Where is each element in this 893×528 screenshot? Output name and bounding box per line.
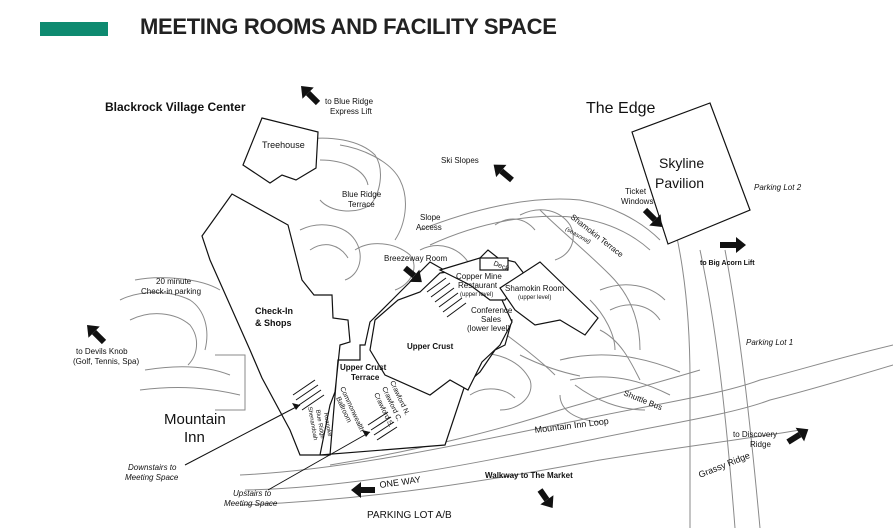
blue-ridge-lift-label-2: Express Lift (330, 107, 373, 116)
ski-slopes-label: Ski Slopes (441, 156, 479, 165)
discovery-ridge-arrow (786, 427, 809, 445)
blue-ridge-lift-label: to Blue Ridge (325, 97, 374, 106)
devils-knob-arrow (87, 325, 107, 345)
upstairs-label: Upstairs to (233, 489, 272, 498)
stairs-upper (426, 277, 467, 318)
copper-mine-upper-label: (upper level) (460, 292, 493, 298)
checkin-parking-label-2: Check-in parking (141, 287, 201, 296)
upper-crust-building[interactable] (369, 267, 513, 396)
blue-ridge-terrace-label-2: Terrace (348, 200, 375, 209)
downstairs-pointer-head (292, 403, 300, 410)
slope-access-label-2: Access (416, 223, 442, 232)
blackrock-label: Blackrock Village Center (105, 100, 246, 114)
upstairs-pointer-head (362, 430, 370, 437)
grassy-ridge-label: Grassy Ridge (697, 450, 751, 480)
shenandoah-label: Shenandoah (306, 406, 318, 441)
devils-knob-label-2: (Golf, Tennis, Spa) (73, 357, 139, 366)
windows-label: Windows (621, 197, 653, 206)
walkway-arrow (537, 488, 554, 509)
discovery-label: to Discovery (733, 430, 777, 439)
big-acorn-label: to Big Acorn Lift (700, 260, 755, 267)
upstairs-label-2: Meeting Space (224, 499, 278, 508)
mountain-label: Mountain (164, 411, 226, 428)
stairs-downstairs (292, 379, 325, 411)
blue-ridge-terrace-label: Blue Ridge (342, 190, 382, 199)
devils-knob-label: to Devils Knob (76, 347, 128, 356)
treehouse-label: Treehouse (262, 140, 305, 150)
upper-crust-terrace-label: Upper Crust (340, 363, 387, 372)
parking-lot-1-label: Parking Lot 1 (746, 338, 793, 347)
parking-lot-2-label: Parking Lot 2 (754, 183, 802, 192)
checkin-shops-label: Check-In (255, 306, 293, 316)
one-way-arrow (351, 482, 375, 498)
skyline-label: Skyline (659, 155, 704, 171)
downstairs-label: Downstairs to (128, 463, 177, 472)
checkin-shops-label-2: & Shops (255, 318, 292, 328)
pavilion-label: Pavilion (655, 175, 704, 191)
restaurant-label: Restaurant (458, 281, 498, 290)
upper-crust-terrace-label-2: Terrace (351, 373, 380, 382)
conference-label: Conference (471, 306, 513, 315)
checkin-parking-label: 20 minute (156, 277, 192, 286)
roanoke-label: Roanoke (322, 412, 332, 437)
walkway-label: Walkway to The Market (485, 471, 573, 480)
page-title: MEETING ROOMS AND FACILITY SPACE (140, 14, 557, 39)
header-accent-bar (40, 22, 108, 36)
breezeway-arrow (403, 265, 422, 283)
treehouse-building[interactable] (242, 117, 319, 184)
blue-ridge-room-label: Blue Ridge (314, 409, 325, 440)
ticket-label: Ticket (625, 187, 647, 196)
mountain-inn-loop-label: Mountain Inn Loop (534, 416, 609, 435)
one-way-label: ONE WAY (379, 474, 422, 490)
ski-slopes-arrow (493, 164, 514, 183)
deck-structure[interactable] (479, 257, 509, 271)
buildings (201, 102, 751, 456)
sales-label: Sales (481, 315, 501, 324)
big-acorn-arrow (720, 237, 746, 253)
upper-crust-label: Upper Crust (407, 342, 454, 351)
slope-access-label: Slope (420, 213, 441, 222)
shamokin-room-building[interactable] (499, 261, 599, 336)
downstairs-label-2: Meeting Space (125, 473, 179, 482)
inn-label: Inn (184, 429, 205, 446)
pointer-lines (184, 404, 371, 491)
parking-lot-ab-label: PARKING LOT A/B (367, 510, 452, 521)
stairs-upstairs (367, 411, 398, 441)
ticket-windows-arrow (642, 207, 662, 227)
copper-mine-label: Copper Mine (456, 272, 502, 281)
shamokin-room-label: Shamokin Room (505, 284, 564, 293)
shamokin-room-upper-label: (upper level) (518, 295, 551, 301)
blue-ridge-lift-arrow (301, 86, 321, 106)
the-edge-label: The Edge (586, 100, 655, 117)
discovery-label-2: Ridge (750, 440, 771, 449)
breezeway-label: Breezeway Room (384, 254, 447, 263)
direction-arrows (87, 86, 809, 509)
skyline-pavilion-building[interactable] (631, 102, 751, 245)
lower-level-label: (lower level) (467, 324, 510, 333)
